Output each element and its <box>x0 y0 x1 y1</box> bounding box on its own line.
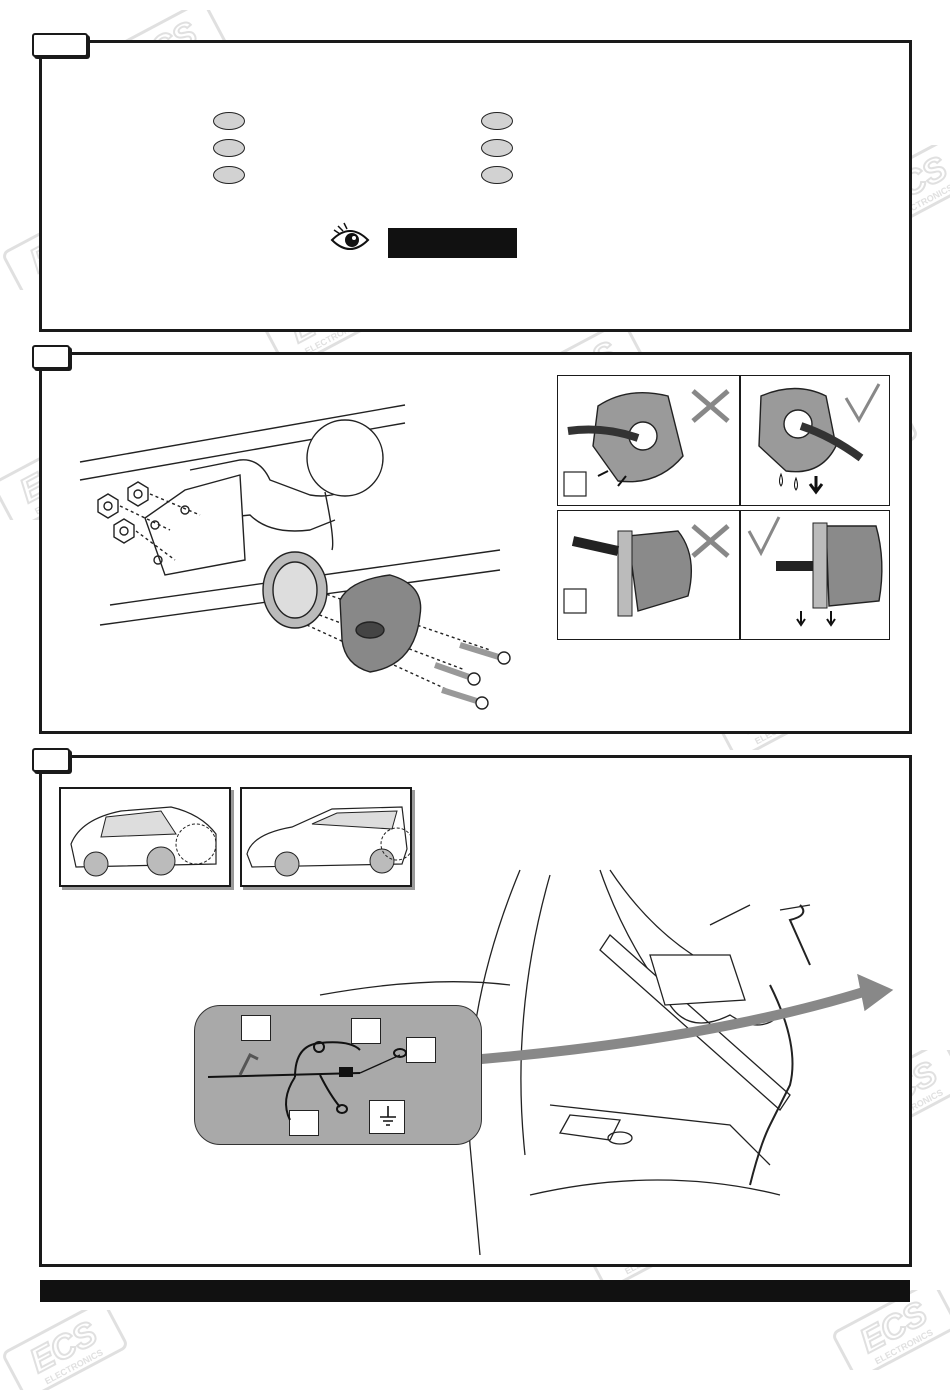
harness-label-1 <box>241 1015 271 1041</box>
correct-check-icon <box>747 516 781 557</box>
harness-cable-drawing <box>200 1025 480 1135</box>
inset-socket-side-wrong <box>557 510 740 640</box>
svg-text:ECS: ECS <box>854 1294 934 1361</box>
eye-label-bar <box>388 228 517 258</box>
ground-icon <box>378 1104 398 1130</box>
oval-left-2 <box>213 139 245 157</box>
step-2-tab <box>32 345 70 369</box>
wrong-x-icon <box>691 524 730 558</box>
step-3-tab <box>32 748 70 772</box>
harness-label-4 <box>289 1110 319 1136</box>
footer-bar <box>40 1280 910 1302</box>
boot-wiring-illustration <box>310 865 900 1260</box>
car-thumbnail-hatchback <box>59 787 231 887</box>
car-thumbnail-estate <box>240 787 412 887</box>
svg-text:ECS: ECS <box>24 1314 104 1381</box>
correct-check-icon <box>844 383 881 424</box>
harness-label-3 <box>406 1037 436 1063</box>
harness-label-2 <box>351 1018 381 1044</box>
svg-text:ELECTRONICS: ELECTRONICS <box>43 1347 105 1386</box>
inset-socket-top-wrong <box>557 375 740 506</box>
step-1-panel <box>39 40 912 332</box>
oval-left-3 <box>213 166 245 184</box>
oval-right-1 <box>481 112 513 130</box>
svg-text:ELECTRONICS: ELECTRONICS <box>873 1327 935 1366</box>
inset-socket-side-correct <box>740 510 890 640</box>
inset-socket-top-correct <box>740 375 890 506</box>
oval-right-3 <box>481 166 513 184</box>
towbar-socket-illustration <box>70 400 530 730</box>
eye-icon <box>328 220 372 260</box>
oval-right-2 <box>481 139 513 157</box>
wrong-x-icon <box>690 387 731 425</box>
oval-left-1 <box>213 112 245 130</box>
step-1-tab <box>32 33 88 57</box>
